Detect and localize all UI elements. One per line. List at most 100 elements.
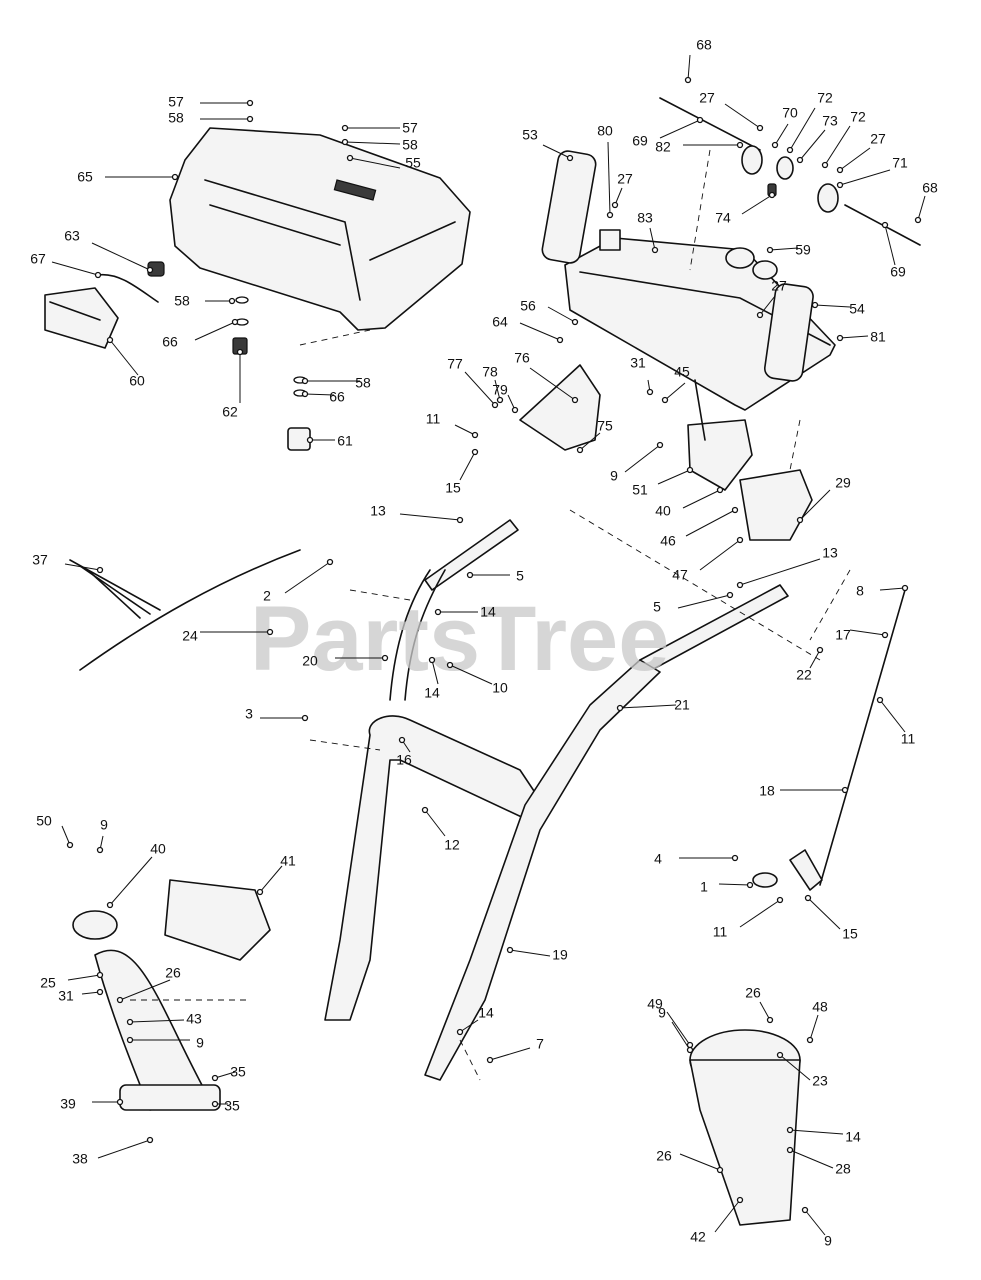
leader-line	[714, 1199, 741, 1233]
callout-label: 31	[58, 988, 74, 1004]
hardware-point	[341, 124, 349, 132]
hardware-point	[246, 115, 254, 123]
callout-label: 15	[842, 926, 858, 942]
callout-label: 40	[655, 503, 671, 519]
callout-label: 74	[715, 210, 731, 226]
leader-line	[879, 699, 906, 733]
hardware-point	[96, 566, 104, 574]
leader-line	[509, 949, 551, 957]
hardware-point	[301, 714, 309, 722]
leader-line	[454, 424, 476, 436]
hardware-point	[768, 191, 776, 199]
callout-label: 10	[492, 680, 508, 696]
dash-panel-cover	[169, 127, 471, 331]
hardware-point	[456, 1028, 464, 1036]
leader-line	[759, 1001, 771, 1021]
cable-assembly	[69, 549, 301, 671]
assembly-lines	[130, 149, 851, 1081]
hardware-point	[106, 901, 114, 909]
hardware-point	[736, 141, 744, 149]
callout-label: 70	[782, 105, 798, 121]
hardware-point	[661, 396, 669, 404]
leader-line	[685, 509, 736, 537]
callout-label: 11	[713, 924, 728, 940]
callout-label: 69	[632, 133, 648, 149]
hardware-point	[716, 486, 724, 494]
leader-line	[349, 157, 401, 169]
callout-label: 81	[870, 329, 886, 345]
hardware-point	[398, 736, 406, 744]
callout-label: 56	[520, 298, 536, 314]
hardware-point	[736, 581, 744, 589]
switch-components	[97, 261, 311, 451]
hardware-point	[836, 166, 844, 174]
hardware-point	[881, 221, 889, 229]
callout-label: 31	[630, 355, 646, 371]
callout-label: 38	[72, 1151, 88, 1167]
hardware-point	[326, 558, 334, 566]
leader-line	[659, 119, 701, 139]
callout-label: 62	[222, 404, 238, 420]
hardware-point	[576, 446, 584, 454]
leader-lines	[51, 54, 926, 1236]
chute-assembly-right	[689, 1029, 801, 1226]
leader-line	[284, 561, 331, 594]
hardware-point	[106, 336, 114, 344]
leader-line	[839, 169, 891, 186]
callout-label: 59	[795, 242, 811, 258]
leader-line	[61, 825, 71, 846]
callout-label: 11	[426, 411, 441, 427]
leader-line	[879, 587, 906, 591]
hardware-point	[266, 628, 274, 636]
callout-label: 9	[610, 468, 618, 484]
callout-label: 66	[329, 389, 345, 405]
leader-line	[464, 371, 496, 406]
leader-line	[809, 1014, 819, 1041]
leader-line	[724, 103, 761, 129]
hardware-point	[901, 584, 909, 592]
hardware-point	[306, 436, 314, 444]
hardware-point	[171, 173, 179, 181]
callout-label: 23	[812, 1073, 828, 1089]
hardware-point	[246, 99, 254, 107]
chute-assembly-left	[72, 879, 271, 1111]
leader-line	[619, 704, 677, 709]
leader-line	[91, 242, 151, 271]
hardware-point	[341, 138, 349, 146]
callout-label: 41	[280, 853, 296, 869]
hardware-point	[841, 786, 849, 794]
callout-label: 72	[817, 90, 833, 106]
hardware-point	[806, 1036, 814, 1044]
shift-lever-bracket	[519, 364, 813, 541]
leader-line	[399, 513, 461, 521]
callout-label: 78	[482, 364, 498, 380]
hardware-point	[736, 536, 744, 544]
leader-line	[529, 367, 576, 401]
hardware-point	[571, 396, 579, 404]
leader-line	[494, 379, 501, 401]
leader-line	[699, 539, 741, 571]
callout-label: 68	[696, 37, 712, 53]
hardware-point	[816, 646, 824, 654]
hardware-point	[611, 201, 619, 209]
callout-label: 64	[492, 314, 508, 330]
leader-line	[431, 659, 439, 685]
leader-line	[214, 1071, 236, 1079]
hardware-point	[434, 608, 442, 616]
callout-label: 58	[402, 137, 418, 153]
leader-line	[799, 489, 831, 521]
callout-label: 17	[835, 627, 851, 643]
callout-label: 50	[36, 813, 52, 829]
leader-line	[824, 125, 851, 166]
hardware-point	[446, 661, 454, 669]
leader-line	[64, 563, 101, 571]
hardware-point	[511, 406, 519, 414]
hardware-point	[796, 516, 804, 524]
handle-upper-left	[389, 519, 519, 701]
callout-label: 14	[424, 685, 440, 701]
callout-label: 39	[60, 1096, 76, 1112]
hardware-point	[771, 141, 779, 149]
callout-label: 27	[870, 131, 886, 147]
callout-label: 9	[824, 1233, 832, 1249]
